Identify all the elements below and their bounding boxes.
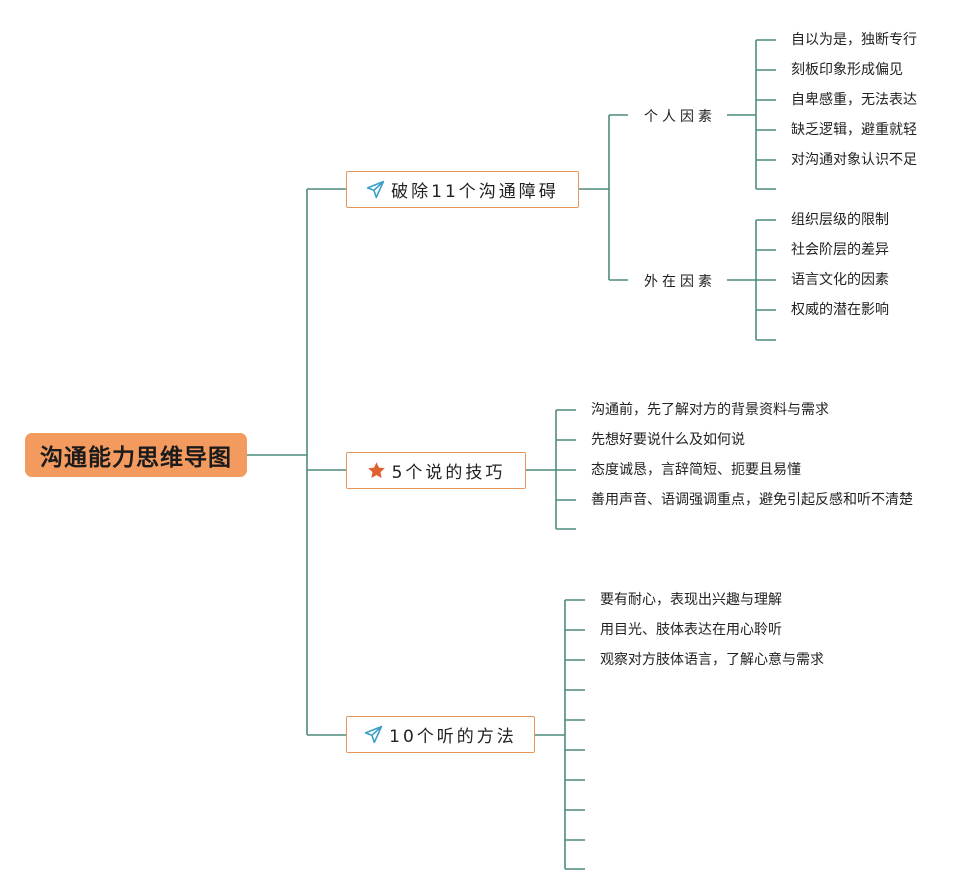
leaf-topic[interactable]: 权威的潜在影响 — [791, 302, 889, 318]
paper-plane-icon — [366, 180, 385, 199]
branch-topic-label: 10个听的方法 — [389, 727, 517, 747]
branch-topic-label: 5个说的技巧 — [391, 463, 506, 483]
leaf-topic[interactable]: 用目光、肢体表达在用心聆听 — [600, 622, 782, 638]
leaf-topic[interactable]: 要有耐心，表现出兴趣与理解 — [600, 592, 782, 608]
leaf-topic[interactable]: 态度诚恳，言辞简短、扼要且易懂 — [591, 462, 801, 478]
leaf-topic[interactable]: 对沟通对象认识不足 — [791, 152, 917, 168]
leaf-topic[interactable]: 组织层级的限制 — [791, 212, 889, 228]
leaf-topic[interactable]: 刻板印象形成偏见 — [791, 62, 903, 78]
leaf-topic[interactable]: 观察对方肢体语言，了解心意与需求 — [600, 652, 824, 668]
leaf-topic[interactable]: 社会阶层的差异 — [791, 242, 889, 258]
star-icon — [367, 461, 386, 480]
subtopic-personal-factors[interactable]: 个人因素 — [644, 109, 716, 125]
leaf-topic[interactable]: 沟通前，先了解对方的背景资料与需求 — [591, 402, 829, 418]
branch-topic-label: 破除11个沟通障碍 — [391, 182, 559, 202]
leaf-topic[interactable]: 自卑感重，无法表达 — [791, 92, 917, 108]
leaf-topic[interactable]: 善用声音、语调强调重点，避免引起反感和听不清楚 — [591, 492, 913, 508]
root-topic[interactable]: 沟通能力思维导图 — [25, 433, 247, 477]
leaf-topic[interactable]: 缺乏逻辑，避重就轻 — [791, 122, 917, 138]
root-topic-label: 沟通能力思维导图 — [40, 445, 232, 471]
leaf-topic[interactable]: 语言文化的因素 — [791, 272, 889, 288]
leaf-topic[interactable]: 先想好要说什么及如何说 — [591, 432, 745, 448]
branch-topic-listening-methods[interactable]: 10个听的方法 — [346, 716, 535, 753]
subtopic-external-factors[interactable]: 外在因素 — [644, 274, 716, 290]
paper-plane-icon — [364, 725, 383, 744]
branch-topic-barriers[interactable]: 破除11个沟通障碍 — [346, 171, 579, 208]
leaf-topic[interactable]: 自以为是，独断专行 — [791, 32, 917, 48]
branch-topic-speaking-skills[interactable]: 5个说的技巧 — [346, 452, 526, 489]
